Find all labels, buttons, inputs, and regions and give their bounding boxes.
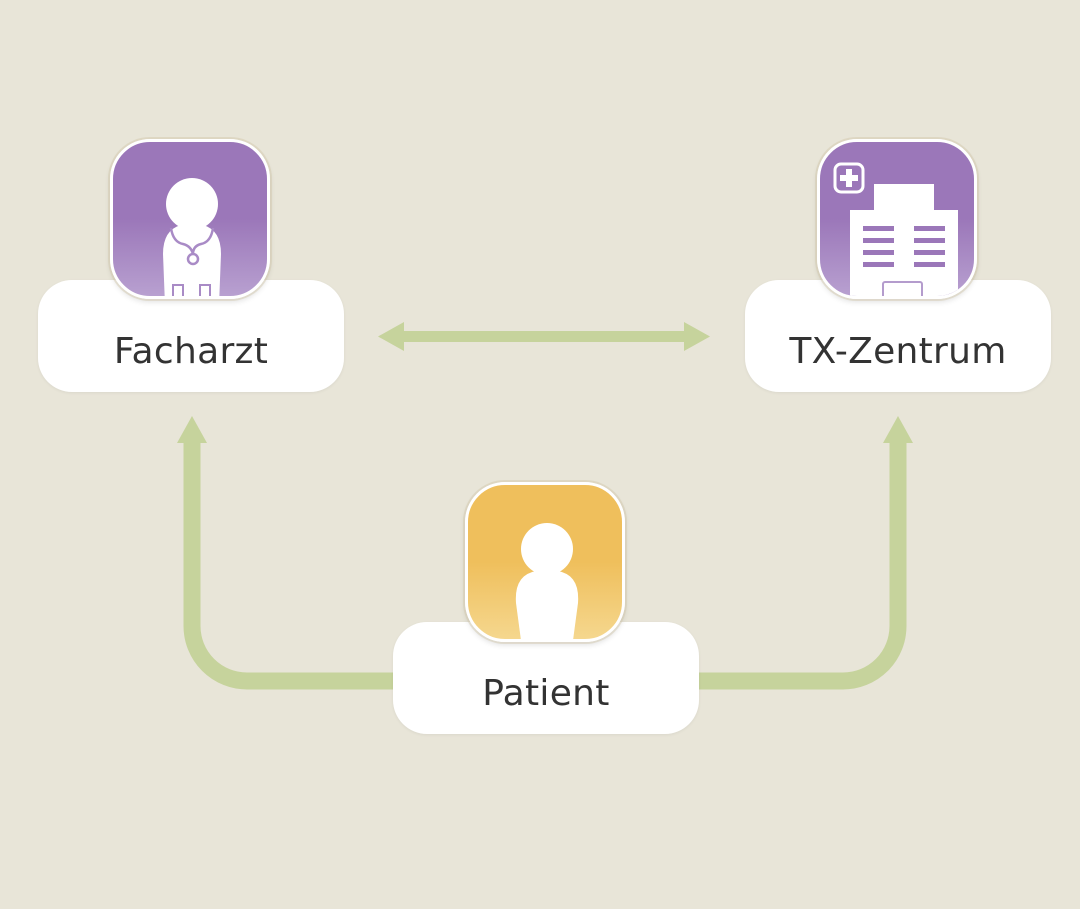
hospital-icon	[817, 139, 977, 299]
node-tx-zentrum: TX-Zentrum	[745, 280, 1051, 392]
doctor-icon	[110, 139, 270, 299]
arrow-facharzt-tx-zentrum	[378, 322, 710, 351]
person-icon	[465, 482, 625, 642]
node-tx-zentrum-label: TX-Zentrum	[789, 331, 1007, 372]
node-facharzt-label: Facharzt	[113, 331, 269, 372]
arrow-patient-facharzt	[177, 416, 395, 690]
node-patient-label: Patient	[482, 673, 610, 714]
arrow-patient-tx-zentrum	[697, 416, 913, 690]
